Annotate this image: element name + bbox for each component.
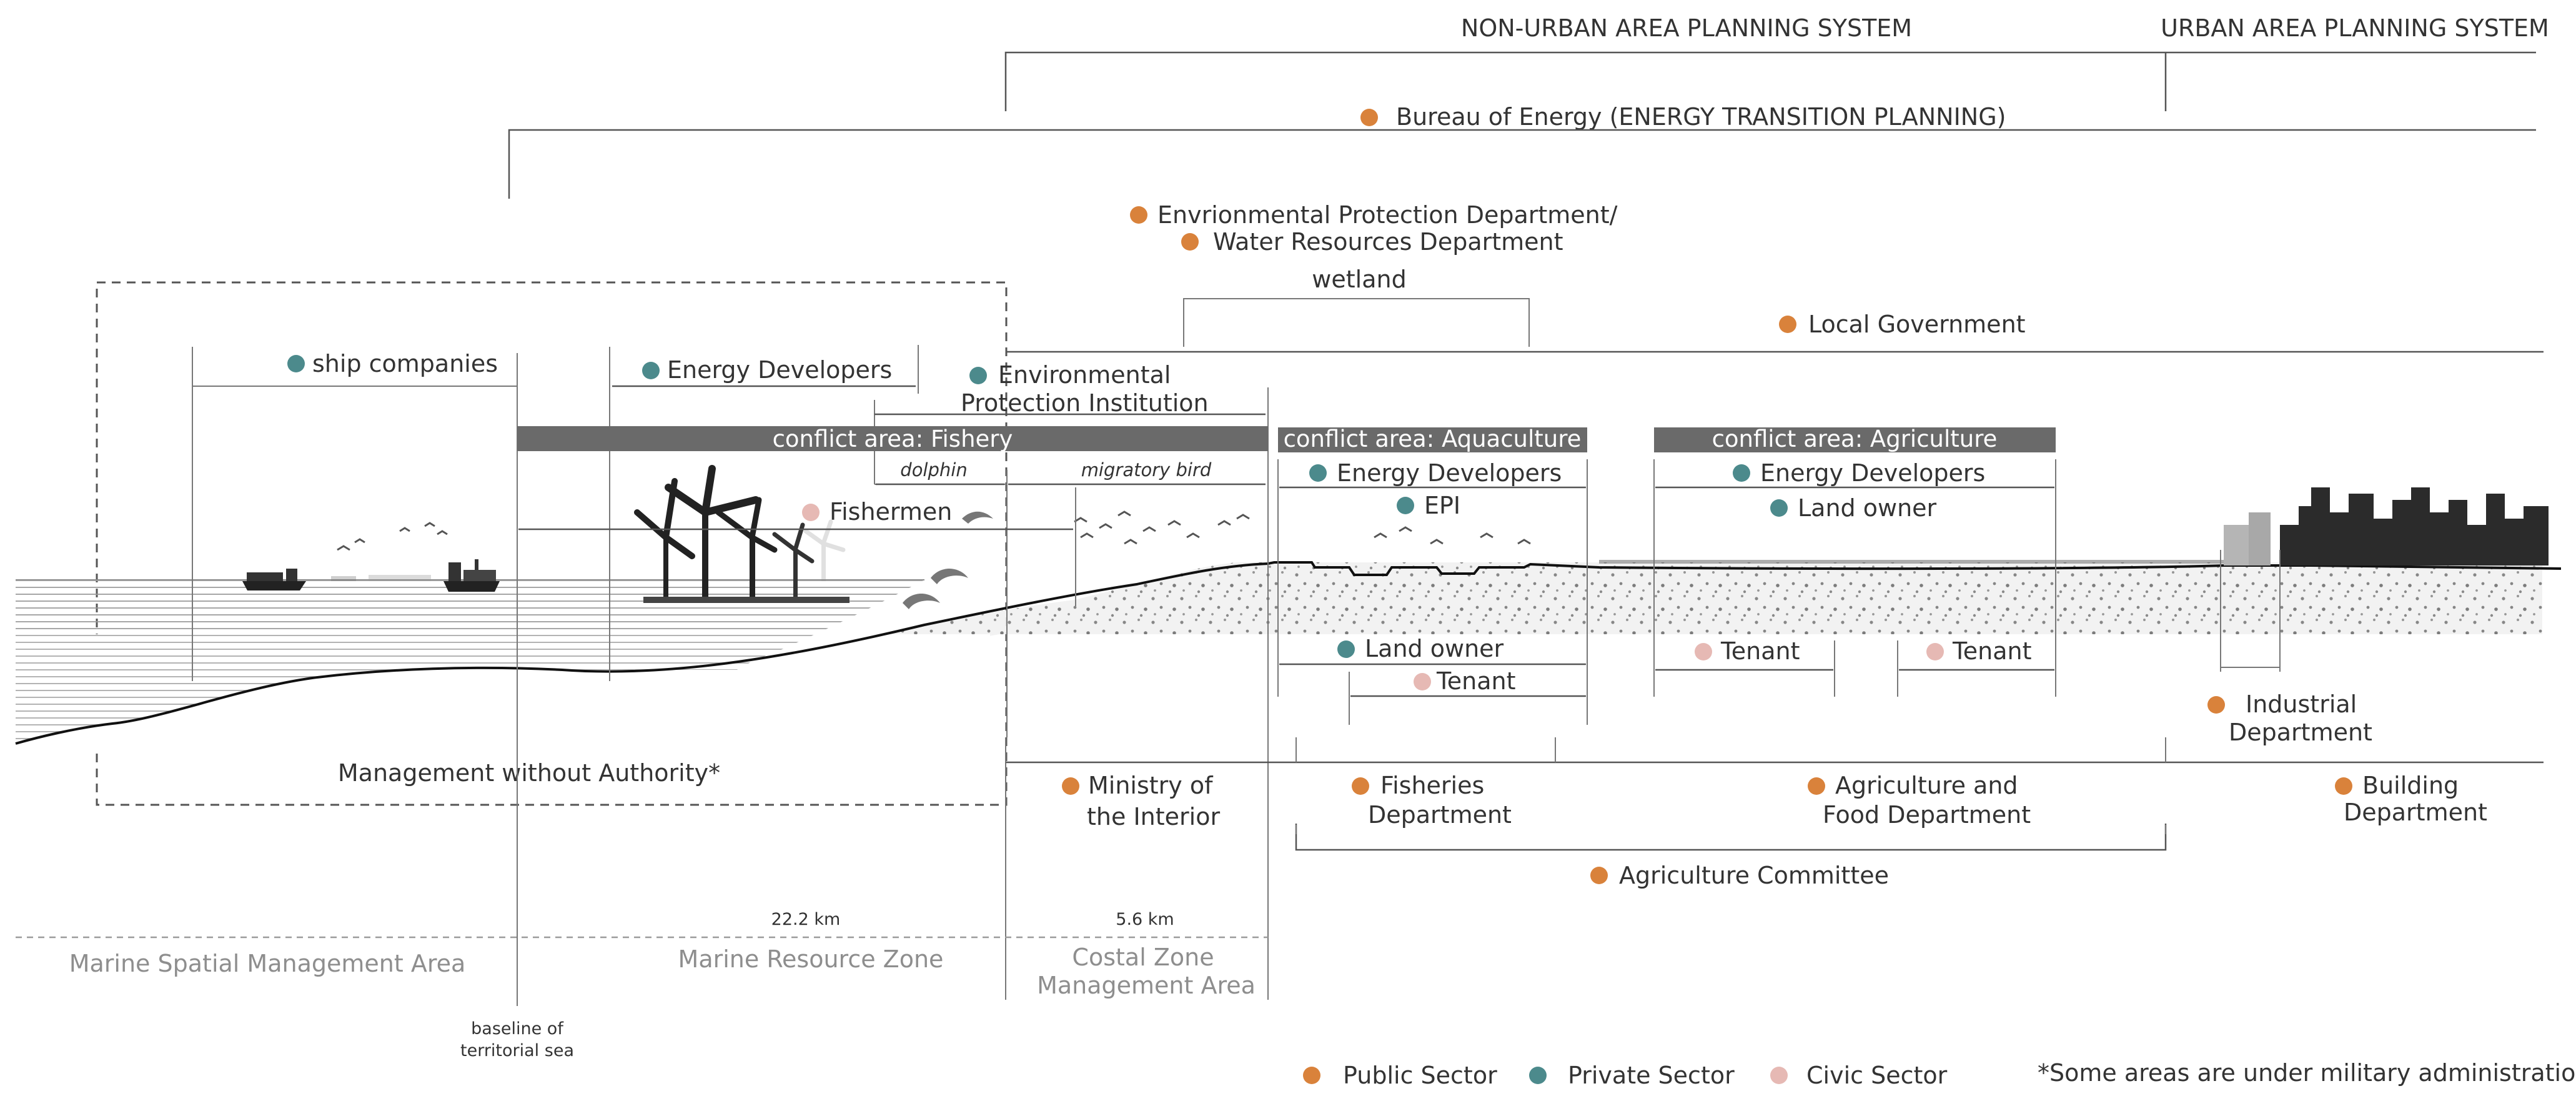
farmland-texture — [1599, 560, 2224, 564]
urban-planning-label: URBAN AREA PLANNING SYSTEM — [2161, 14, 2549, 42]
public-sector-dot — [1808, 777, 1825, 795]
distance-22km: 22.2 km — [771, 910, 841, 929]
private-sector-dot — [969, 367, 987, 384]
private-sector-dot — [287, 355, 305, 372]
wetland-label: wetland — [1312, 266, 1406, 293]
public-sector-dot — [2207, 696, 2225, 714]
tenant-agri-label-1: Tenant — [1720, 637, 1800, 665]
private-sector-dot — [1733, 464, 1750, 482]
distance-5km: 5.6 km — [1116, 910, 1174, 929]
agri-committee-bracket — [1295, 824, 2167, 851]
legend-public-dot — [1303, 1067, 1320, 1084]
building-dept-label-1: Building — [2362, 772, 2459, 799]
private-sector-dot — [642, 362, 660, 379]
public-sector-dot — [1352, 777, 1369, 795]
faint-ships — [331, 575, 431, 581]
conflict-agriculture-label: conflict area: Agriculture — [1712, 426, 1998, 452]
legend-public-label: Public Sector — [1343, 1062, 1497, 1089]
wind-turbine-icon — [634, 465, 850, 603]
tenant-aqua-label: Tenant — [1436, 667, 1516, 695]
public-sector-dot — [2335, 777, 2352, 795]
migratory-bird-label: migratory bird — [1081, 459, 1212, 481]
coastal-zone-label-2: Management Area — [1037, 972, 1256, 999]
city-skyline-icon — [2224, 487, 2549, 565]
civic-sector-dot — [1414, 673, 1431, 690]
ministry-label-2: the Interior — [1087, 803, 1220, 830]
epi-label: EPI — [1424, 492, 1460, 519]
public-sector-dot — [1360, 109, 1378, 126]
private-sector-dot — [1770, 499, 1788, 517]
land-owner-agri-label: Land owner — [1798, 494, 1937, 522]
land-owner-aqua-label: Land owner — [1365, 635, 1504, 662]
agri-food-label-1: Agriculture and — [1835, 772, 2018, 799]
civic-sector-dot — [1695, 643, 1712, 660]
env-institution-label-1: Environmental — [998, 361, 1171, 389]
non-urban-planning-label: NON-URBAN AREA PLANNING SYSTEM — [1461, 14, 1912, 42]
sea-area-overlay — [16, 580, 737, 744]
legend-civic-label: Civic Sector — [1806, 1062, 1948, 1089]
energy-developers-aqua-label: Energy Developers — [1337, 459, 1562, 487]
bird-icon — [337, 511, 1531, 551]
civic-sector-dot — [802, 504, 820, 521]
building-dept-label-2: Department — [2344, 799, 2487, 826]
industrial-dept-label-1: Industrial — [2246, 690, 2357, 718]
env-protection-dept-label: Envrionmental Protection Department/ — [1157, 201, 1618, 229]
fishermen-label: Fishermen — [830, 498, 952, 526]
conflict-agriculture-bar — [1654, 427, 2056, 452]
military-note: *Some areas are under military administr… — [2038, 1059, 2576, 1087]
energy-developers-label: Energy Developers — [667, 356, 892, 384]
agri-food-label-2: Food Department — [1823, 801, 2031, 829]
public-sector-dot — [1062, 777, 1079, 795]
fisheries-label-2: Department — [1368, 801, 1512, 829]
legend-private-label: Private Sector — [1568, 1062, 1735, 1089]
legend: Public Sector Private Sector Civic Secto… — [1303, 1062, 1948, 1089]
cargo-ship-icon — [242, 569, 306, 590]
wetland-bracket — [1183, 298, 1530, 347]
energy-developers-agri-label: Energy Developers — [1760, 459, 1985, 487]
public-sector-dot — [1779, 316, 1796, 333]
conflict-fishery-label: conflict area: Fishery — [773, 426, 1013, 452]
ministry-label-1: Ministry of — [1088, 772, 1214, 799]
public-sector-dot — [1590, 867, 1608, 884]
management-without-authority-label: Management without Authority* — [338, 759, 720, 787]
baseline-label-1: baseline of — [471, 1019, 564, 1039]
local-government-label: Local Government — [1808, 311, 2026, 338]
public-sector-dot — [1130, 206, 1147, 224]
tenant-agri-label-2: Tenant — [1952, 637, 2032, 665]
container-ship-icon — [443, 559, 500, 592]
land-soil — [16, 562, 2542, 744]
baseline-label-2: territorial sea — [460, 1041, 574, 1060]
coastal-zone-label-1: Costal Zone — [1072, 944, 1214, 971]
water-resources-dept-label: Water Resources Department — [1213, 228, 1563, 256]
ground-line — [15, 561, 2562, 745]
industrial-dept-label-2: Department — [2229, 719, 2372, 746]
bureau-of-energy-bracket — [508, 129, 2536, 199]
dolphin-icon — [903, 511, 993, 609]
public-sector-dot — [1181, 233, 1199, 251]
marine-spatial-zone-label: Marine Spatial Management Area — [69, 950, 466, 977]
env-institution-label-2: Protection Institution — [961, 389, 1209, 417]
private-sector-dot — [1397, 497, 1414, 514]
private-sector-dot — [1337, 640, 1355, 658]
conflict-aquaculture-bar — [1278, 427, 1587, 452]
conflict-aquaculture-label: conflict area: Aquaculture — [1284, 426, 1582, 452]
non-urban-system-bracket — [1004, 51, 2536, 111]
legend-civic-dot — [1770, 1067, 1788, 1084]
marine-resource-zone-label: Marine Resource Zone — [678, 945, 944, 973]
dolphin-label: dolphin — [900, 459, 967, 481]
fisheries-label-1: Fisheries — [1380, 772, 1484, 799]
conflict-fishery-bar — [517, 426, 1268, 451]
ship-companies-label: ship companies — [312, 350, 498, 377]
civic-sector-dot — [1926, 643, 1944, 660]
agri-committee-label: Agriculture Committee — [1619, 862, 1889, 889]
bureau-of-energy-label: Bureau of Energy (ENERGY TRANSITION PLAN… — [1396, 103, 2006, 131]
faint-turbines — [803, 519, 846, 581]
private-sector-dot — [1309, 464, 1327, 482]
legend-private-dot — [1529, 1067, 1547, 1084]
